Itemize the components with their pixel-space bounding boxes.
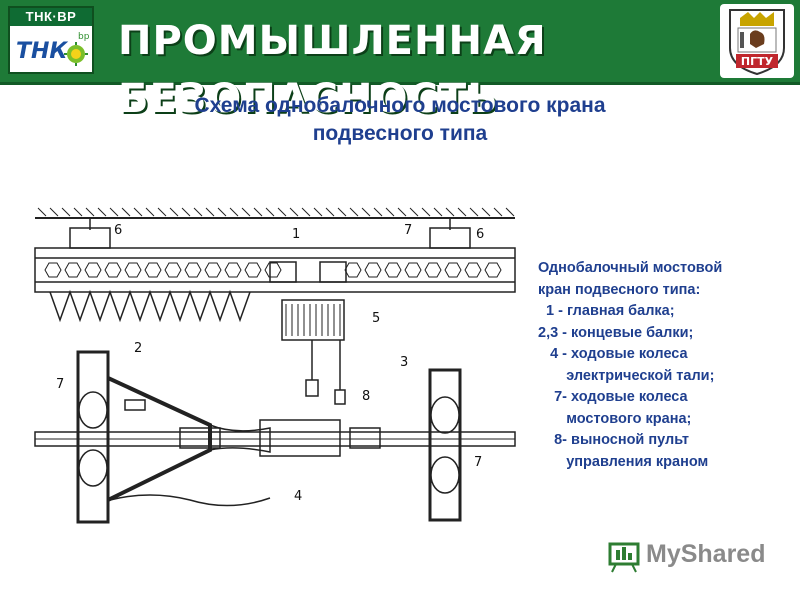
callout-6-left: 6 <box>114 223 122 238</box>
pgtu-logo: ПГТУ <box>720 4 794 78</box>
tnk-bp-logo: ТНК·ВР ТНК bp <box>8 6 94 74</box>
legend-line: мостового крана; <box>538 410 692 427</box>
legend-line: 7- ходовые колеса <box>538 389 688 405</box>
watermark-text: MyShared <box>646 540 766 568</box>
callout-7-left: 7 <box>56 377 64 392</box>
callout-2: 2 <box>134 341 142 356</box>
tnk-bp-emblem-icon: ТНК bp <box>16 32 90 66</box>
header-title: ПРОМЫШЛЕННАЯ БЕЗОПАСНОСТЬ <box>118 18 547 122</box>
callout-8: 8 <box>362 389 370 404</box>
callout-3: 3 <box>400 355 408 370</box>
legend-line: Однобалочный мостовой <box>538 260 723 276</box>
callout-7-top: 7 <box>404 223 412 238</box>
legend-line: управления краном <box>538 453 709 470</box>
callout-4-bottom: 4 <box>294 489 302 504</box>
slide-title-line-2: подвесного типа <box>312 122 488 145</box>
callout-6-right: 6 <box>476 227 484 242</box>
crane-schematic: 1 2 3 4 5 6 6 7 7 7 8 <box>34 207 516 524</box>
svg-text:ТНК: ТНК <box>16 39 68 64</box>
slide-title-line-1: Схема однобалочного мостового крана <box>194 94 606 117</box>
legend: Однобалочный мостовой кран подвесного ти… <box>538 258 788 473</box>
legend-line: 1 - главная балка; <box>538 303 675 319</box>
pgtu-bear-emblem-icon: ПГТУ <box>729 9 785 76</box>
callout-7-right: 7 <box>474 455 482 470</box>
pgtu-logo-text: ПГТУ <box>741 55 774 68</box>
myshared-watermark: MyShared <box>606 536 776 576</box>
slide-title: Схема однобалочного мостового крана подв… <box>90 92 710 148</box>
legend-line: 8- выносной пульт <box>538 432 689 448</box>
presentation-board-icon <box>608 542 640 573</box>
tnk-bp-logo-text: ТНК·ВР <box>10 8 92 26</box>
header-banner: ТНК·ВР ТНК bp ПРОМЫШЛЕННАЯ БЕЗОПАСНОСТЬ … <box>0 0 800 122</box>
callout-5: 5 <box>372 311 380 326</box>
legend-line: 4 - ходовые колеса <box>538 346 688 362</box>
callout-1: 1 <box>292 227 300 242</box>
legend-line: электрической тали; <box>538 367 715 384</box>
legend-line: 2,3 - концевые балки; <box>538 324 694 341</box>
bp-label: bp <box>78 32 90 42</box>
legend-line: кран подвесного типа: <box>538 281 701 298</box>
